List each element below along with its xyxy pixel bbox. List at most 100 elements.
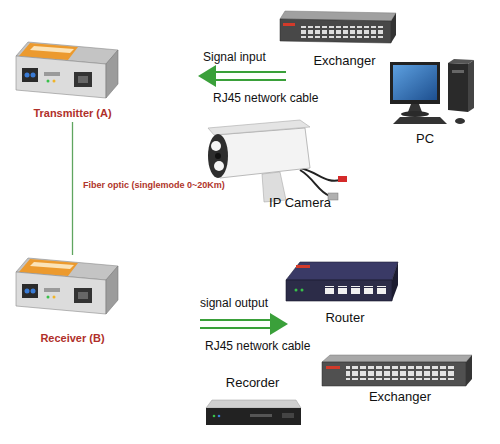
fiber-socket (25, 289, 30, 294)
fiber-port (22, 68, 38, 82)
switch-logo (283, 23, 295, 26)
signal-output-arrow (200, 313, 288, 335)
signal-input-arrow (198, 65, 286, 87)
router-logo (296, 265, 310, 268)
arrow-head (198, 65, 216, 87)
cable-line (200, 319, 272, 321)
status-led (295, 289, 298, 292)
converter-side (106, 50, 118, 98)
converter-sticker-strip (30, 262, 74, 269)
rj45-socket (78, 76, 88, 83)
mouse (455, 118, 465, 124)
status-led (53, 296, 56, 299)
rj45-port (74, 288, 92, 303)
device-box: IP Camera (205, 118, 340, 214)
switch-ports (346, 366, 456, 380)
monitor-frame (390, 62, 440, 104)
power-connector (338, 176, 347, 182)
status-led (218, 415, 221, 418)
monitor-screen (393, 65, 437, 100)
cable-label: Fiber optic (singlemode 0~20Km) (83, 180, 225, 190)
switch-side (391, 13, 396, 43)
pc-illustration (390, 59, 474, 124)
router-front (286, 280, 392, 301)
status-led (47, 80, 50, 83)
converter-sticker-strip (30, 46, 74, 53)
switch-side (466, 355, 472, 386)
device-box: PC (385, 56, 485, 148)
media-converter (16, 258, 118, 314)
arrow-head (270, 313, 288, 335)
device-label: Transmitter (A) (10, 107, 135, 120)
device-label: Receiver (B) (10, 332, 135, 345)
status-led (213, 415, 216, 418)
media-converter (16, 42, 118, 98)
switch-front (280, 19, 391, 43)
fiber-socket (25, 73, 30, 78)
device-label: Router (305, 311, 385, 326)
status-led (301, 289, 304, 292)
switch-logo (326, 366, 340, 369)
router-top (286, 262, 398, 280)
switch-ports (300, 26, 384, 38)
cable-line (200, 327, 272, 329)
router-ports (322, 286, 386, 294)
camera-led (214, 161, 224, 171)
signal-label: RJ45 network cable (205, 340, 310, 354)
rj45-socket (78, 292, 88, 299)
tower-drive (452, 70, 464, 73)
led-strip (44, 72, 60, 76)
recorder-front (206, 408, 301, 425)
status-led (47, 296, 50, 299)
camera-front (208, 134, 228, 178)
keyboard (393, 117, 447, 124)
network-switch (322, 355, 472, 386)
camera-lens (215, 153, 221, 159)
switch-top (322, 355, 472, 362)
rj45-port (74, 72, 92, 87)
camera-sunshield (208, 120, 310, 135)
monitor-base (401, 111, 429, 117)
device-box: Recorder (200, 374, 305, 430)
tower-front (448, 63, 468, 112)
router-illustration (286, 262, 398, 301)
signal-label: RJ45 network cable (213, 92, 318, 106)
led-strip (44, 288, 60, 292)
fiber-socket (31, 289, 36, 294)
device-label: PC (385, 132, 465, 147)
ip-camera-illustration (208, 120, 347, 202)
recorder-slot (250, 414, 272, 417)
recorder-illustration (206, 400, 301, 425)
device-label: Recorder (200, 376, 305, 391)
fiber-cable (72, 122, 73, 255)
device-label: Exchanger (360, 390, 440, 405)
router-side (392, 262, 398, 301)
signal-label: signal output (200, 297, 268, 311)
device-box: Receiver (B) (10, 255, 135, 347)
converter-front (16, 272, 106, 314)
device-label: IP Camera (260, 196, 340, 211)
device-box: Exchanger (272, 8, 400, 70)
switch-front (322, 362, 466, 386)
tower-side (468, 60, 474, 112)
fiber-port (22, 284, 38, 298)
monitor-stand (408, 104, 422, 112)
recorder-top (206, 400, 301, 408)
device-box: Exchanger (315, 350, 475, 408)
converter-side (106, 266, 118, 314)
cable-line (214, 71, 286, 73)
camera-led (211, 141, 221, 151)
fiber-socket (31, 73, 36, 78)
device-label: Exchanger (297, 54, 392, 69)
device-box: Transmitter (A) (10, 36, 135, 122)
network-switch (280, 11, 396, 43)
recorder-button (282, 413, 294, 418)
camera-cable (300, 170, 330, 196)
cable-line (214, 79, 286, 81)
camera-body (215, 128, 310, 178)
converter-front (16, 56, 106, 98)
device-box: Router (280, 256, 405, 328)
signal-label: Signal input (203, 51, 266, 65)
status-led (53, 80, 56, 83)
